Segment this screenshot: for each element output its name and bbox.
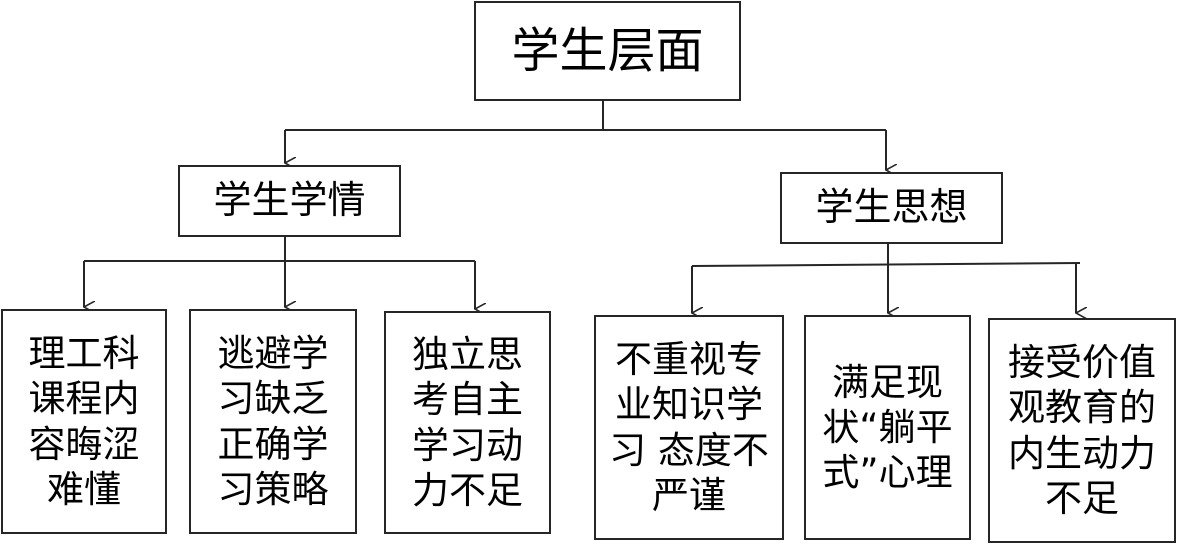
leaf-label: 理工科 课程内 容晦涩 难懂 [28, 332, 140, 511]
branch-right-bus-line [691, 262, 1081, 267]
branch-label: 学生学情 [213, 178, 366, 223]
leaf-node: 逃避学 习缺乏 正确学 习策略 [189, 309, 357, 534]
leaf-label: 满足现 状“躺平 式”心理 [822, 360, 953, 495]
leaf-node: 不重视专 业知识学 习 态度不 严谨 [594, 315, 784, 540]
leaf-label: 不重视专 业知识学 习 态度不 严谨 [609, 338, 769, 517]
leaf-node: 满足现 状“躺平 式”心理 [804, 315, 971, 540]
branch-node-student-learning: 学生学情 [178, 165, 401, 237]
branch-label: 学生思想 [815, 185, 968, 230]
root-node: 学生层面 [474, 1, 741, 101]
leaf-label: 独立思 考自主 学习动 力不足 [412, 333, 523, 512]
leaf-label: 接受价值 观教育的 内生动力 不足 [1008, 341, 1156, 520]
leaf-node: 理工科 课程内 容晦涩 难懂 [1, 309, 167, 534]
branch-node-student-thinking: 学生思想 [780, 172, 1003, 244]
leaf-node: 独立思 考自主 学习动 力不足 [384, 311, 551, 534]
leaf-label: 逃避学 习缺乏 正确学 习策略 [217, 332, 329, 511]
root-label: 学生层面 [511, 22, 704, 79]
leaf-node: 接受价值 观教育的 内生动力 不足 [988, 318, 1176, 543]
